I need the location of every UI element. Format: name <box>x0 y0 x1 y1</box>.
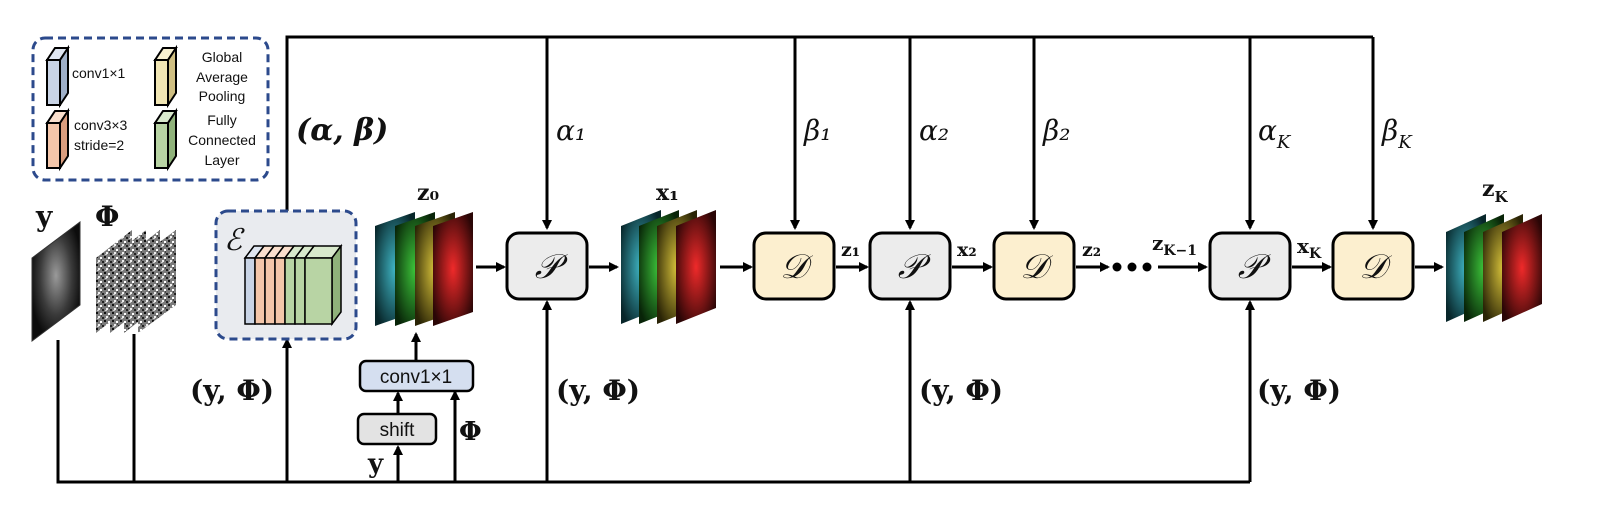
pre-y-label: y <box>367 449 384 479</box>
alpha-2-label: α₂ <box>919 114 949 147</box>
legend-fc-label-3: Layer <box>204 152 239 168</box>
legend-conv1-label: conv1×1 <box>72 65 126 81</box>
p-block-K: 𝒫 <box>1208 231 1292 301</box>
encoder-block: ℰ <box>214 209 358 341</box>
zKm1-label: zK−1 <box>1152 231 1197 259</box>
legend-fc-label-2: Connected <box>188 132 256 148</box>
mask-phi-image-stack <box>96 230 176 333</box>
svg-text:zK: zK <box>1482 176 1509 206</box>
x1-label: x₁ <box>656 180 679 206</box>
z2-label: z₂ <box>1082 239 1101 261</box>
parameter-bus <box>285 35 1378 230</box>
gap-legend-icon <box>153 44 178 109</box>
yphi-label-encoder: (y, Φ) <box>190 374 274 407</box>
svg-text:conv1×1: conv1×1 <box>380 367 452 388</box>
d-block-1: 𝒟 <box>752 231 836 301</box>
z0-label: z₀ <box>417 180 439 206</box>
legend-gap-label-1: Global <box>202 49 242 65</box>
y-input-label: y <box>35 200 53 233</box>
yphi-label-p1: (y, Φ) <box>556 374 640 407</box>
d-block-2: 𝒟 <box>992 231 1076 301</box>
p-block-1: 𝒫 <box>505 231 589 301</box>
alpha-1-label: α₁ <box>556 114 586 147</box>
alpha-K-label: αK <box>1258 114 1292 153</box>
legend: conv1×1 conv3×3 stride=2 Global Average … <box>31 36 270 182</box>
encoder-layer-stack <box>243 243 343 327</box>
alpha-beta-label: (α, β) <box>296 113 388 148</box>
conv3-legend-icon <box>45 107 70 172</box>
d-block-K: 𝒟 <box>1331 231 1415 301</box>
fc-legend-icon <box>153 107 178 172</box>
conv1x1-block: conv1×1 <box>358 359 475 393</box>
beta-1-label: β₁ <box>803 114 831 147</box>
yphi-label-pK: (y, Φ) <box>1257 374 1341 407</box>
legend-gap-label-3: Pooling <box>199 88 246 104</box>
zK-output-stack <box>1446 214 1542 322</box>
phi-input-label: Φ <box>95 200 119 233</box>
z0-feature-stack <box>375 212 473 326</box>
beta-K-label: βK <box>1381 114 1413 153</box>
z1-label: z₁ <box>841 239 860 261</box>
pre-phi-label: Φ <box>459 417 482 447</box>
encoder-label: ℰ <box>224 223 245 258</box>
conv1-legend-icon <box>45 44 70 109</box>
svg-text:zK−1: zK−1 <box>1152 231 1197 259</box>
legend-conv3-label-1: conv3×3 <box>74 117 128 133</box>
zK-label: zK <box>1482 176 1509 206</box>
xK-label: xK <box>1297 234 1322 262</box>
svg-text:βK: βK <box>1381 114 1413 153</box>
x2-label: x₂ <box>957 239 977 261</box>
measurement-y-image <box>31 221 81 342</box>
svg-text:αK: αK <box>1258 114 1292 153</box>
measurement-bus <box>56 300 1255 484</box>
x1-image-stack <box>621 210 716 324</box>
shift-block: shift <box>356 412 438 446</box>
legend-conv3-label-2: stride=2 <box>74 137 124 153</box>
ellipsis-dots <box>1112 262 1152 272</box>
p-block-2: 𝒫 <box>868 231 952 301</box>
legend-gap-label-2: Average <box>196 69 248 85</box>
beta-2-label: β₂ <box>1042 114 1070 147</box>
svg-text:xK: xK <box>1297 234 1322 262</box>
svg-text:shift: shift <box>380 420 416 441</box>
yphi-label-p2: (y, Φ) <box>919 374 1003 407</box>
legend-box <box>31 36 270 182</box>
legend-fc-label-1: Fully <box>207 112 237 128</box>
